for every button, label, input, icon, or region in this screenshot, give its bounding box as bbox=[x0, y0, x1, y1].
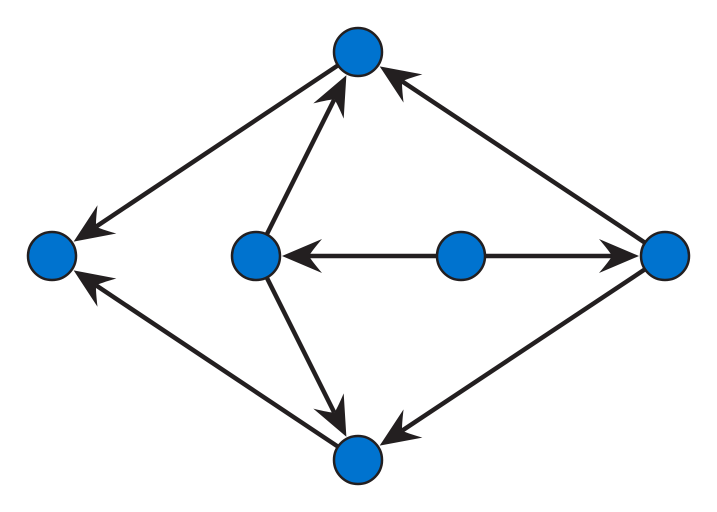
arrowhead-icon bbox=[599, 239, 639, 273]
node-center-right bbox=[435, 230, 487, 282]
edge-line bbox=[94, 63, 340, 229]
edge-line bbox=[400, 267, 647, 433]
node-left bbox=[26, 230, 78, 282]
arrowhead-icon bbox=[313, 393, 347, 437]
edge-center-right-to-center-left bbox=[282, 239, 437, 273]
arrowhead-icon bbox=[379, 409, 423, 446]
arrowhead-icon bbox=[282, 239, 322, 273]
edge-line bbox=[264, 98, 337, 236]
node-top bbox=[332, 26, 384, 78]
edge-right-to-top bbox=[379, 66, 647, 245]
edge-line bbox=[94, 283, 340, 449]
edge-center-right-to-right bbox=[485, 239, 639, 273]
node-right bbox=[639, 230, 691, 282]
edge-right-to-bottom bbox=[379, 267, 647, 446]
arrowhead-icon bbox=[73, 270, 117, 307]
arrowhead-icon bbox=[73, 205, 117, 242]
edge-center-left-to-top bbox=[264, 75, 347, 236]
edges-layer bbox=[73, 63, 647, 449]
edge-line bbox=[264, 276, 337, 414]
arrowhead-icon bbox=[313, 75, 347, 119]
edge-bottom-to-left bbox=[73, 270, 340, 449]
edge-center-left-to-bottom bbox=[264, 276, 347, 437]
nodes-layer bbox=[26, 26, 691, 486]
node-bottom bbox=[332, 434, 384, 486]
arrowhead-icon bbox=[379, 66, 423, 103]
edge-line bbox=[400, 79, 647, 245]
edge-top-to-left bbox=[73, 63, 340, 242]
node-center-left bbox=[230, 230, 282, 282]
